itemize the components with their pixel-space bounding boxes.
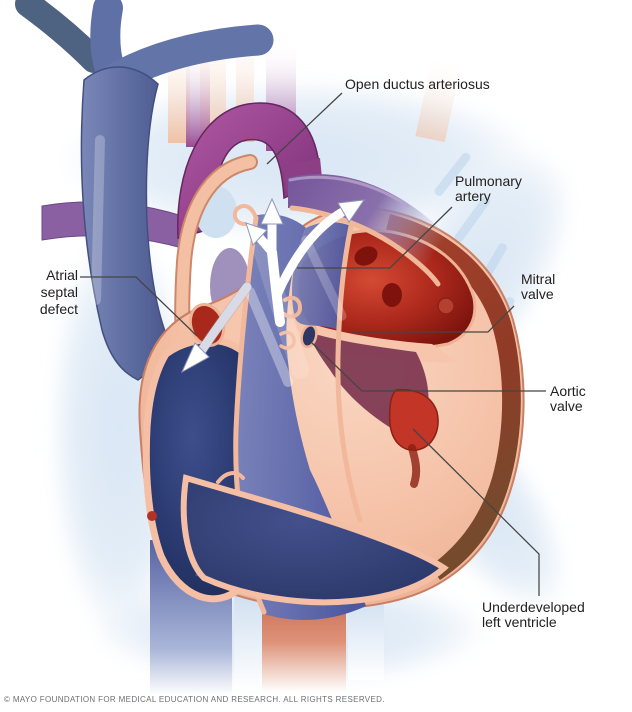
leader-lines bbox=[80, 92, 546, 596]
label-text: defect bbox=[39, 301, 78, 317]
pulmonary-vein-opening bbox=[382, 283, 402, 307]
label-text: Open ductus arteriosus bbox=[345, 76, 490, 92]
blood-flow-arrow-split bbox=[245, 197, 366, 327]
pulmonary-artery-band bbox=[288, 174, 459, 287]
label-text: Pulmonary bbox=[455, 173, 522, 189]
leader-pulmonary-artery bbox=[297, 206, 453, 269]
leader-aortic-valve bbox=[311, 342, 546, 392]
right-ventricle-cavity bbox=[180, 474, 449, 606]
right-pulmonary-vein bbox=[437, 297, 455, 315]
leader-atrial-septal-defect bbox=[80, 276, 198, 337]
blood-flow-arrows bbox=[180, 197, 366, 374]
label-mitral-valve: Mitral valve bbox=[521, 272, 555, 302]
label-text: septal bbox=[40, 284, 78, 300]
outer-wall-dark-rim bbox=[386, 214, 521, 580]
label-atrial-septal-defect: Atrial septal defect bbox=[18, 267, 78, 318]
superior-vena-cava bbox=[15, 0, 274, 381]
coronary-vessel-dot bbox=[147, 511, 157, 521]
label-pulmonary-artery: Pulmonary artery bbox=[455, 174, 522, 204]
copyright-notice: © MAYO FOUNDATION FOR MEDICAL EDUCATION … bbox=[4, 695, 385, 704]
label-text: artery bbox=[455, 188, 491, 204]
label-text: Aortic bbox=[550, 383, 586, 399]
underdeveloped-left-ventricle bbox=[388, 388, 439, 451]
label-text: Mitral bbox=[521, 271, 556, 287]
label-open-ductus-arteriosus: Open ductus arteriosus bbox=[345, 77, 490, 92]
pulmonary-vein-opening bbox=[354, 246, 378, 266]
label-text: valve bbox=[550, 398, 583, 414]
label-aortic-valve: Aortic valve bbox=[550, 384, 586, 414]
label-text: left ventricle bbox=[482, 614, 557, 630]
blood-flow-arrow-asd bbox=[180, 281, 253, 374]
leader-underdeveloped-lv bbox=[412, 428, 540, 596]
label-underdeveloped-left-ventricle: Underdeveloped left ventricle bbox=[482, 600, 585, 630]
leader-mitral-valve bbox=[353, 305, 515, 333]
label-text: Underdeveloped bbox=[482, 599, 585, 615]
lv-streak bbox=[408, 444, 421, 488]
leader-open-ductus bbox=[266, 92, 343, 165]
label-text: valve bbox=[521, 286, 554, 302]
label-text: Atrial bbox=[46, 267, 78, 283]
